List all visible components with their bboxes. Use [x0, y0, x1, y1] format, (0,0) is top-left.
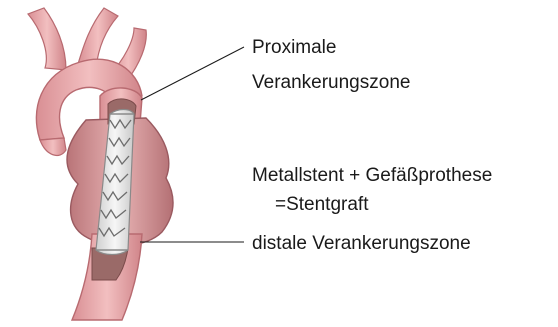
label-stentgraft-line2: =Stentgraft	[275, 193, 368, 217]
label-stentgraft-line1: Metallstent + Gefäßprothese	[252, 164, 492, 188]
leader-line-proximal	[141, 47, 244, 100]
label-proximal-line2: Verankerungszone	[252, 71, 410, 95]
carotid-branch-left	[28, 8, 66, 70]
ascending-aorta	[40, 138, 66, 155]
label-distal: distale Verankerungszone	[252, 232, 471, 256]
label-proximal-line1: Proximale	[252, 36, 336, 60]
